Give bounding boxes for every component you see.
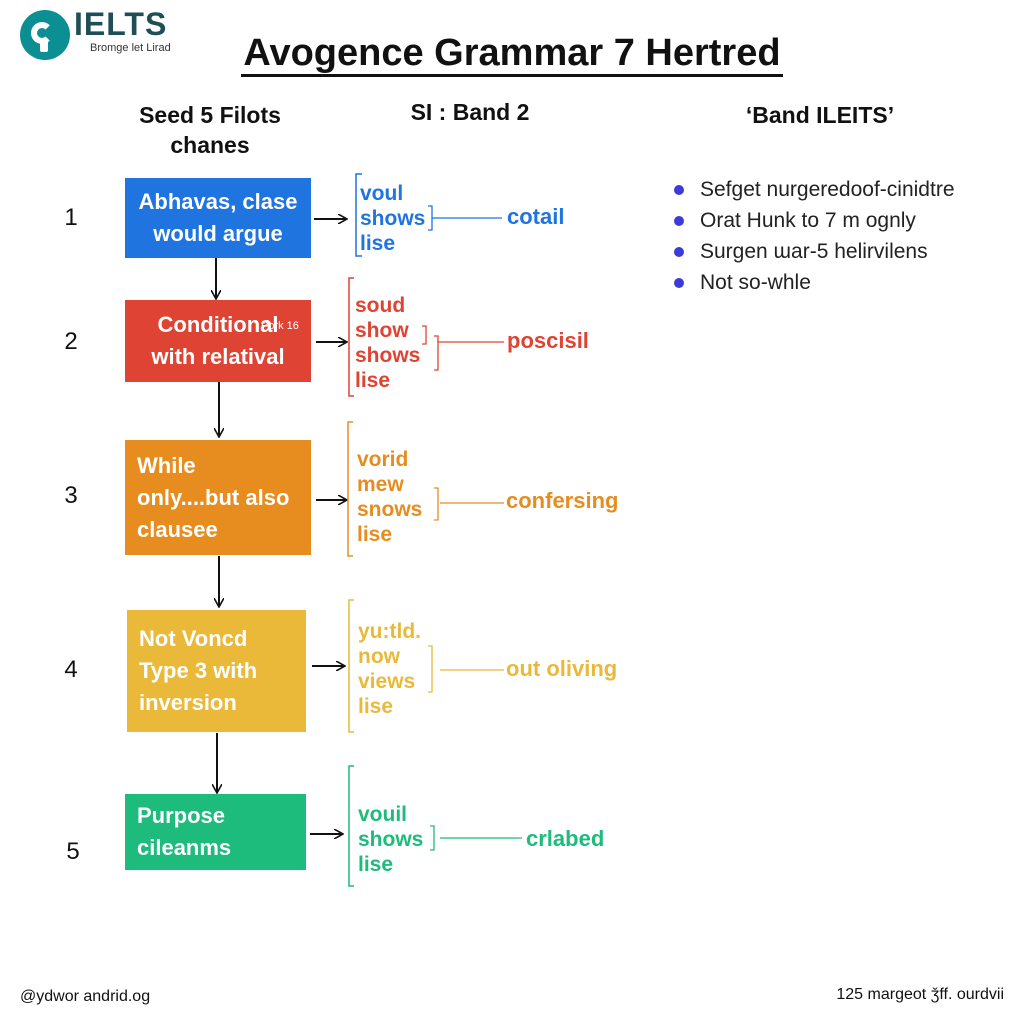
band-bullet-list: Sefget nurgeredoof-cinidtre Orat Hunk to… bbox=[672, 174, 955, 298]
column-heading-left: Seed 5 Filots chanes bbox=[139, 102, 281, 158]
ielts-logo-icon bbox=[20, 10, 70, 60]
grammar-box-5: Purpose cileanms bbox=[125, 794, 306, 870]
column-heading-right: ‘Band ILEITS’ bbox=[745, 102, 895, 128]
page-title: Avogence Grammar 7 Hertred bbox=[0, 32, 1024, 77]
result-label-1: cotail bbox=[507, 204, 565, 229]
bracket-5 bbox=[348, 765, 354, 887]
bracket-3 bbox=[347, 421, 353, 557]
row-number: 2 bbox=[64, 328, 78, 355]
bullet-item: Orat Hunk to 7 m ognly bbox=[672, 205, 955, 236]
grammar-box-1: Abhavas, clase would argue bbox=[125, 178, 311, 258]
logo-text: IELTS bbox=[74, 6, 168, 42]
column-heading-middle: SI : Band 2 bbox=[410, 99, 530, 125]
bullet-item: Not so-whle bbox=[672, 267, 955, 298]
grammar-box-2: Pork 16 Conditional with relatival bbox=[125, 300, 311, 382]
logo-subtitle: Bromge let Lirad bbox=[90, 42, 171, 54]
bracket-2 bbox=[348, 277, 354, 397]
result-label-5: crlabed bbox=[526, 826, 605, 851]
bullet-item: Surgen ɯar-5 helirvilens bbox=[672, 236, 955, 267]
result-label-2: poscisil bbox=[507, 328, 589, 353]
row-number: 4 bbox=[64, 656, 78, 683]
bracket-1 bbox=[355, 173, 362, 257]
footer-left: @ydwor andrid.og bbox=[20, 988, 151, 1005]
bracket-4 bbox=[348, 599, 354, 733]
result-label-3: confersing bbox=[506, 488, 619, 513]
bullet-item: Sefget nurgeredoof-cinidtre bbox=[672, 174, 955, 205]
grammar-box-4: Not Voncd Type 3 with inversion bbox=[127, 610, 306, 732]
footer-right: 125 margeot ǯff. ourdvii bbox=[836, 986, 1004, 1003]
box-note: Pork 16 bbox=[261, 320, 299, 332]
row-number: 3 bbox=[64, 482, 78, 509]
row-number: 5 bbox=[66, 838, 80, 865]
grammar-box-3: While only....but also clausee bbox=[125, 440, 311, 555]
row-number: 1 bbox=[64, 204, 78, 231]
result-label-4: out oliving bbox=[506, 656, 618, 681]
